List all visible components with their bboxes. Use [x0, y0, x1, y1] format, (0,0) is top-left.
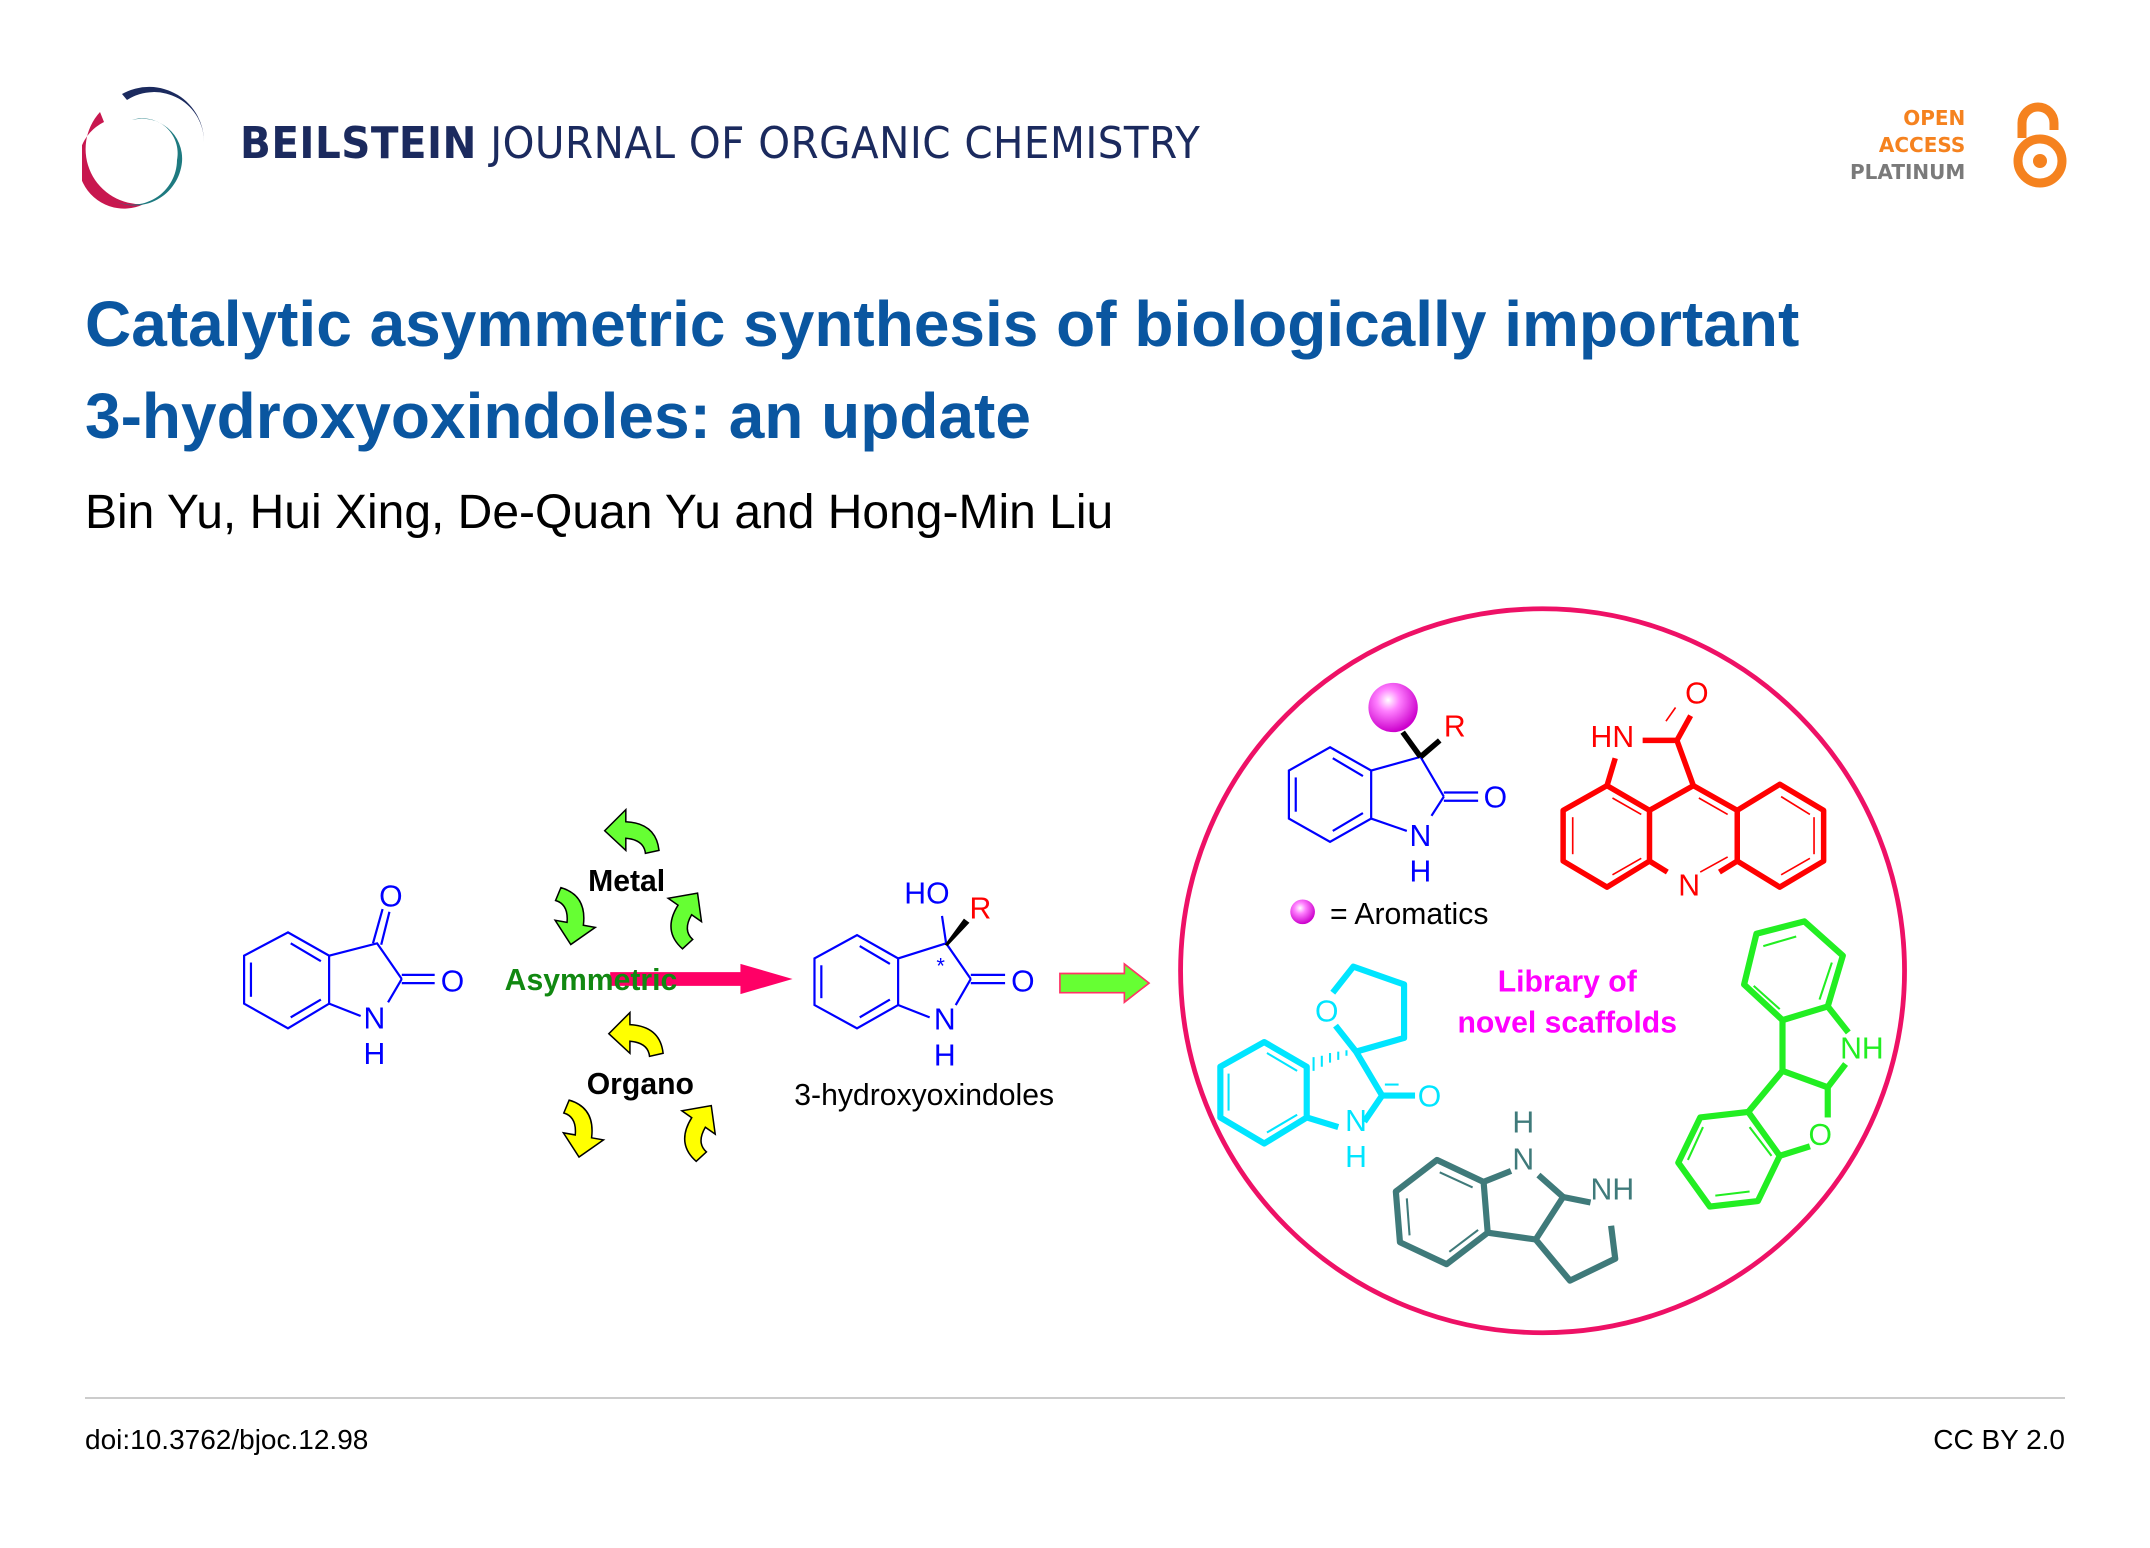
scaffold-h: H: [1410, 856, 1432, 889]
footer-divider: [85, 1397, 2065, 1399]
scaffold-r: R: [1444, 710, 1466, 743]
cyan-o-ring: O: [1315, 995, 1338, 1028]
cyan-h: H: [1345, 1141, 1367, 1174]
article-title: Catalytic asymmetric synthesis of biolog…: [85, 278, 1799, 462]
stereocenter-star: *: [936, 953, 945, 978]
oa-access: ACCESS: [1878, 133, 1966, 157]
product-structure: [813, 915, 1006, 1030]
curved-arrow-icon: [555, 1098, 610, 1162]
product-caption: 3-hydroxyoxindoles: [794, 1079, 1054, 1112]
scaffold-o: O: [1484, 782, 1507, 815]
product-o: O: [1011, 965, 1034, 998]
title-line-2: 3-hydroxyoxindoles: an update: [85, 380, 1031, 452]
red-o: O: [1685, 677, 1708, 710]
cyan-n: N: [1345, 1105, 1367, 1138]
hollow-arrow-icon: [1059, 962, 1151, 1004]
cyan-o: O: [1418, 1080, 1441, 1113]
title-line-1: Catalytic asymmetric synthesis of biolog…: [85, 288, 1800, 360]
library-label-line-2: novel scaffolds: [1457, 1006, 1677, 1039]
isatin-structure: [243, 908, 435, 1030]
curved-arrow-icon: [608, 1011, 664, 1058]
aromatic-sphere-icon: [1368, 682, 1418, 733]
metal-label: Metal: [588, 865, 665, 898]
open-access-badge: OPEN ACCESS PLATINUM: [1850, 105, 1965, 186]
wedge-bond: [944, 918, 970, 947]
scaffold-library-circle: [1178, 606, 1907, 1336]
aromatic-inner-bonds: [1571, 707, 1815, 876]
pyrroloacridinone-structure: [1560, 714, 1827, 890]
journal-name-bold: BEILSTEIN: [240, 118, 477, 169]
green-o: O: [1809, 1119, 1832, 1152]
isatin-n: N: [363, 1002, 385, 1035]
reaction-arrow-icon: [610, 963, 793, 995]
isatin-o-top: O: [379, 880, 402, 913]
product-ho: HO: [904, 878, 949, 911]
red-n: N: [1678, 869, 1700, 902]
benzofuroindoline-structure: [1675, 918, 1851, 1210]
product-n: N: [934, 1004, 956, 1037]
spiro-hash-bond: [1227, 1050, 1399, 1134]
authors: Bin Yu, Hui Xing, De-Quan Yu and Hong-Mi…: [85, 486, 1114, 539]
aromatic-sphere-legend-icon: [1290, 899, 1315, 925]
product-r: R: [970, 893, 992, 926]
curved-arrow-icon: [603, 808, 660, 855]
teal-h: H: [1512, 1107, 1534, 1140]
product-h: H: [934, 1039, 956, 1072]
open-access-lock-icon: [2013, 102, 2067, 188]
journal-name: BEILSTEIN JOURNAL OF ORGANIC CHEMISTRY: [240, 118, 1200, 169]
journal-name-light: JOURNAL OF ORGANIC CHEMISTRY: [490, 118, 1201, 169]
wedge-bond: [1418, 738, 1442, 759]
oa-open: OPEN: [1903, 106, 1966, 130]
organo-label: Organo: [587, 1068, 694, 1101]
doi: doi:10.3762/bjoc.12.98: [85, 1424, 369, 1455]
scaffold-n: N: [1410, 820, 1432, 853]
aromatic-inner-bonds: [1405, 1171, 1479, 1253]
green-nh: NH: [1840, 1033, 1884, 1066]
teal-nh: NH: [1591, 1174, 1635, 1207]
red-hn: HN: [1591, 721, 1635, 754]
beilstein-logo-icon: [82, 86, 205, 209]
aryl-oxindole-structure: [1287, 746, 1479, 844]
isatin-o-right: O: [441, 965, 464, 998]
aromatics-legend: = Aromatics: [1330, 898, 1488, 931]
teal-n: N: [1512, 1144, 1534, 1177]
pyrroloindoline-structure: [1392, 1156, 1619, 1284]
asymmetric-label: Asymmetric: [505, 964, 678, 997]
license: CC BY 2.0: [1933, 1424, 2065, 1455]
curved-arrow-icon: [662, 1092, 731, 1164]
wedge-bond: [1400, 730, 1423, 759]
oa-platinum: PLATINUM: [1850, 160, 1966, 184]
aromatic-inner-bonds: [1686, 935, 1833, 1197]
isatin-h: H: [363, 1038, 385, 1071]
library-label-line-1: Library of: [1498, 965, 1638, 998]
spirooxindole-structure: [1217, 963, 1416, 1147]
